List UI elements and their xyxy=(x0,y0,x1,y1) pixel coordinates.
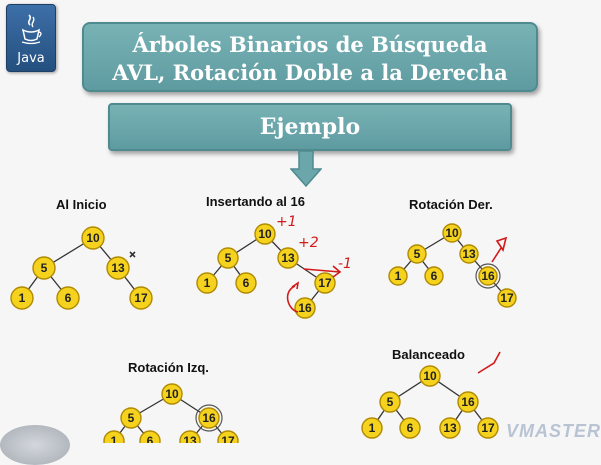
insertando-node-16: 16 xyxy=(294,297,316,319)
svg-text:6: 6 xyxy=(431,269,438,283)
svg-text:5: 5 xyxy=(128,411,135,425)
rotder-node-17: 17 xyxy=(497,288,517,308)
rotizq-node-6: 6 xyxy=(139,430,161,443)
svg-text:17: 17 xyxy=(481,421,495,435)
insertando-node-17: 17 xyxy=(314,272,336,294)
ink-check-balanceado xyxy=(477,351,501,374)
insertando-node-1: 1 xyxy=(196,272,218,294)
rotizq-node-17: 17 xyxy=(217,430,239,443)
highlight-ring xyxy=(475,263,501,289)
example-label: Ejemplo xyxy=(259,114,361,140)
inicio-node-10: 10 xyxy=(81,226,105,250)
svg-text:6: 6 xyxy=(65,291,72,305)
balanceado-node-16: 16 xyxy=(457,391,479,413)
svg-text:1: 1 xyxy=(204,276,211,290)
ink-minus1: -1 xyxy=(338,256,352,272)
title-banner: Árboles Binarios de Búsqueda AVL, Rotaci… xyxy=(82,22,538,92)
rotizq-node-13: 13 xyxy=(179,430,201,443)
svg-text:17: 17 xyxy=(318,276,332,290)
svg-text:16: 16 xyxy=(461,395,475,409)
svg-text:5: 5 xyxy=(225,251,232,265)
inicio-node-5: 5 xyxy=(32,256,56,280)
inicio-node-13: 13 xyxy=(106,256,130,280)
svg-text:5: 5 xyxy=(41,261,48,275)
svg-text:13: 13 xyxy=(183,434,197,443)
rotizq-node-1: 1 xyxy=(103,430,125,443)
insertando-node-5: 5 xyxy=(217,247,239,269)
ink-arrow-insert xyxy=(303,265,342,278)
plus-mark xyxy=(129,251,136,258)
rotizq-node-10: 10 xyxy=(161,383,183,405)
inicio-node-6: 6 xyxy=(56,286,80,310)
svg-text:16: 16 xyxy=(202,411,216,425)
label-rotacion-izq: Rotación Izq. xyxy=(128,360,209,375)
java-logo-word: Java xyxy=(17,51,45,66)
svg-text:5: 5 xyxy=(387,395,394,409)
svg-text:13: 13 xyxy=(443,421,457,435)
inicio-node-17: 17 xyxy=(129,286,153,310)
java-logo: Java xyxy=(6,4,56,72)
balanceado-node-1: 1 xyxy=(361,417,383,439)
svg-text:10: 10 xyxy=(86,231,100,245)
rotder-node-6: 6 xyxy=(424,266,444,286)
balanceado-node-6: 6 xyxy=(399,417,421,439)
svg-text:13: 13 xyxy=(111,261,125,275)
ink-plus1: +1 xyxy=(276,214,297,230)
camera-lens-artifact xyxy=(0,425,70,465)
svg-text:1: 1 xyxy=(111,434,118,443)
rotizq-node-5: 5 xyxy=(120,407,142,429)
watermark: VMASTER xyxy=(506,421,601,441)
svg-text:13: 13 xyxy=(281,251,295,265)
rotder-node-1: 1 xyxy=(388,266,408,286)
label-insertando: Insertando al 16 xyxy=(206,194,305,209)
rotder-node-16: 16 xyxy=(478,266,498,286)
svg-text:1: 1 xyxy=(395,269,402,283)
label-al-inicio: Al Inicio xyxy=(56,197,107,212)
ink-arrow-rotder xyxy=(491,236,508,263)
title-line-1: Árboles Binarios de Búsqueda xyxy=(132,32,488,57)
highlight-ring xyxy=(195,404,223,432)
svg-text:17: 17 xyxy=(221,434,235,443)
svg-text:6: 6 xyxy=(407,421,414,435)
svg-text:10: 10 xyxy=(258,227,272,241)
balanceado-node-13: 13 xyxy=(439,417,461,439)
balanceado-node-17: 17 xyxy=(477,417,499,439)
svg-text:10: 10 xyxy=(165,387,179,401)
label-balanceado: Balanceado xyxy=(392,347,465,362)
svg-text:10: 10 xyxy=(423,369,437,383)
example-banner: Ejemplo xyxy=(108,103,512,151)
java-cup-icon xyxy=(21,14,42,45)
svg-text:17: 17 xyxy=(134,291,148,305)
label-rotacion-der: Rotación Der. xyxy=(409,197,493,212)
down-arrow-icon xyxy=(290,151,322,187)
rotder-node-5: 5 xyxy=(407,244,427,264)
svg-text:1: 1 xyxy=(369,421,376,435)
svg-text:6: 6 xyxy=(243,276,250,290)
ink-curve-insert xyxy=(286,281,300,313)
svg-text:16: 16 xyxy=(481,269,495,283)
insertando-node-13: 13 xyxy=(277,247,299,269)
ink-plus2: +2 xyxy=(298,235,319,251)
rotder-node-13: 13 xyxy=(459,244,479,264)
svg-text:10: 10 xyxy=(445,226,459,240)
slide: Java Árboles Binarios de Búsqueda AVL, R… xyxy=(0,4,601,465)
balanceado-node-10: 10 xyxy=(419,365,441,387)
svg-text:13: 13 xyxy=(462,247,476,261)
balanceado-node-5: 5 xyxy=(379,391,401,413)
rotizq-node-16: 16 xyxy=(198,407,220,429)
rotder-node-10: 10 xyxy=(442,223,462,243)
svg-text:5: 5 xyxy=(414,247,421,261)
inicio-node-1: 1 xyxy=(10,286,34,310)
title-line-2: AVL, Rotación Doble a la Derecha xyxy=(112,60,508,85)
insertando-node-6: 6 xyxy=(235,272,257,294)
svg-text:16: 16 xyxy=(298,301,312,315)
insertando-node-10: 10 xyxy=(254,223,276,245)
svg-text:6: 6 xyxy=(147,434,154,443)
svg-text:17: 17 xyxy=(500,291,514,305)
svg-text:1: 1 xyxy=(19,291,26,305)
